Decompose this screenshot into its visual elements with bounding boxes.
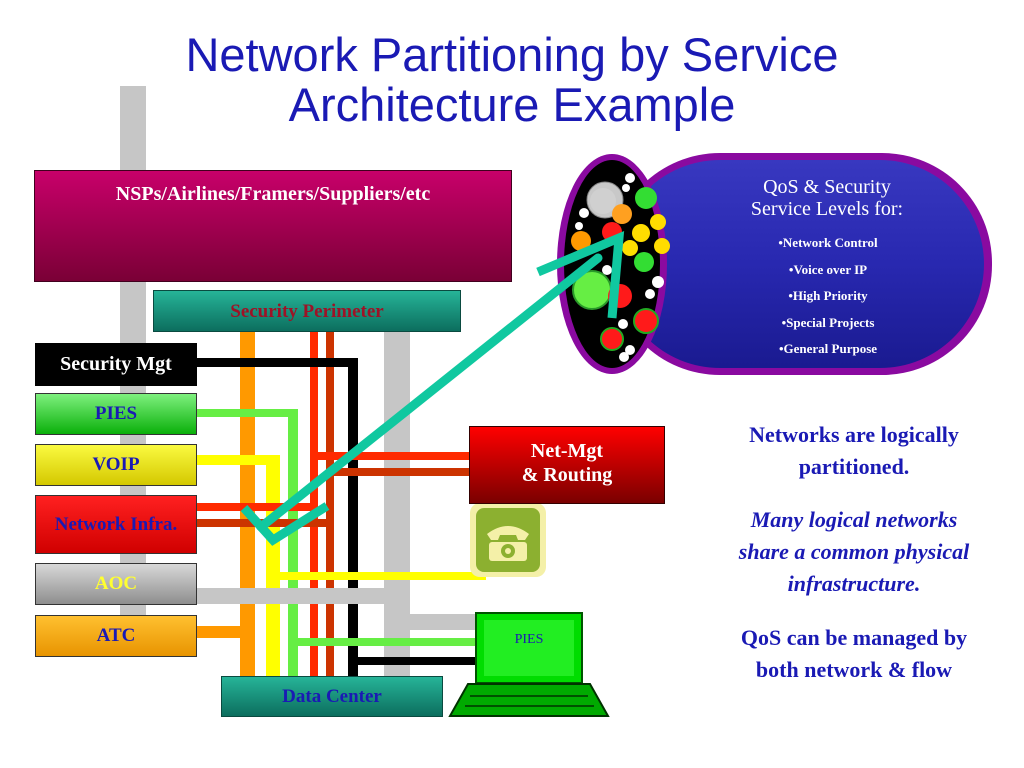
network-infra-box: Network Infra. bbox=[35, 495, 197, 554]
link-infra-red-upper bbox=[197, 503, 318, 511]
link-pies-green bbox=[197, 409, 298, 417]
note-1-line-1: Networks are logically bbox=[749, 422, 959, 447]
qos-item-high-priority: High Priority bbox=[735, 286, 921, 313]
qos-item-network-control: Network Control bbox=[735, 233, 921, 260]
link-atc-orange bbox=[197, 626, 255, 638]
link-terminal-black bbox=[348, 657, 478, 665]
security-mgt-box: Security Mgt bbox=[35, 343, 197, 386]
atc-box: ATC bbox=[35, 615, 197, 657]
computer-terminal-icon bbox=[448, 612, 610, 717]
net-mgt-line-2: & Routing bbox=[521, 464, 613, 486]
link-netmgt-red-lower bbox=[326, 468, 469, 476]
nsp-partners-box: NSPs/Airlines/Framers/Suppliers/etc bbox=[34, 170, 512, 282]
note-3-line-2: both network & flow bbox=[755, 657, 953, 682]
note-3-line-1: QoS can be managed by bbox=[740, 625, 968, 650]
link-terminal-green bbox=[288, 638, 478, 646]
trunk-infra-red-2 bbox=[326, 332, 334, 676]
data-center-box: Data Center bbox=[221, 676, 443, 717]
security-perimeter-box: Security Perimeter bbox=[153, 290, 461, 332]
note-shared-infrastructure: Many logical networks share a common phy… bbox=[696, 504, 1012, 600]
qos-heading-line-1: QoS & Security bbox=[763, 176, 891, 198]
pies-terminal-label: PIES bbox=[514, 632, 544, 647]
qos-heading: QoS & Security Service Levels for: bbox=[722, 176, 932, 220]
voip-box: VOIP bbox=[35, 444, 197, 486]
qos-item-voice-over-ip: Voice over IP bbox=[735, 260, 921, 287]
link-aoc-gray bbox=[197, 588, 410, 604]
pipe-fibers bbox=[571, 173, 670, 362]
link-secmgt-black bbox=[197, 358, 358, 367]
telephone-icon bbox=[470, 503, 546, 577]
partition-arrow bbox=[240, 230, 625, 546]
note-2-line-2: share a common physical bbox=[738, 539, 970, 564]
link-netmgt-red-upper bbox=[310, 452, 469, 460]
pies-box: PIES bbox=[35, 393, 197, 435]
link-terminal-gray bbox=[384, 614, 478, 630]
title-line-1: Network Partitioning by Service bbox=[185, 28, 839, 81]
net-mgt-routing-box: Net-Mgt & Routing bbox=[469, 426, 665, 504]
trunk-voip-yellow bbox=[266, 460, 280, 676]
link-voip-yellow bbox=[197, 455, 280, 465]
net-mgt-line-1: Net-Mgt bbox=[530, 440, 604, 462]
link-phone-yellow bbox=[266, 572, 486, 580]
note-2-line-3: infrastructure. bbox=[787, 571, 921, 596]
note-logical-partition: Networks are logically partitioned. bbox=[696, 419, 1012, 483]
qos-item-special-projects: Special Projects bbox=[735, 313, 921, 340]
aoc-box: AOC bbox=[35, 563, 197, 605]
trunk-pies-green bbox=[288, 412, 298, 676]
title-line-2: Architecture Example bbox=[288, 78, 736, 131]
qos-heading-line-2: Service Levels for: bbox=[750, 198, 904, 220]
note-2-line-1: Many logical networks bbox=[750, 507, 958, 532]
note-qos-managed: QoS can be managed by both network & flo… bbox=[696, 622, 1012, 686]
note-1-line-2: partitioned. bbox=[798, 454, 910, 479]
page-title: Network Partitioning by Service Architec… bbox=[0, 30, 1024, 130]
qos-item-general-purpose: General Purpose bbox=[735, 339, 921, 366]
trunk-secmgt-black bbox=[348, 358, 358, 676]
qos-service-levels-list: Network Control Voice over IP High Prior… bbox=[735, 233, 921, 366]
